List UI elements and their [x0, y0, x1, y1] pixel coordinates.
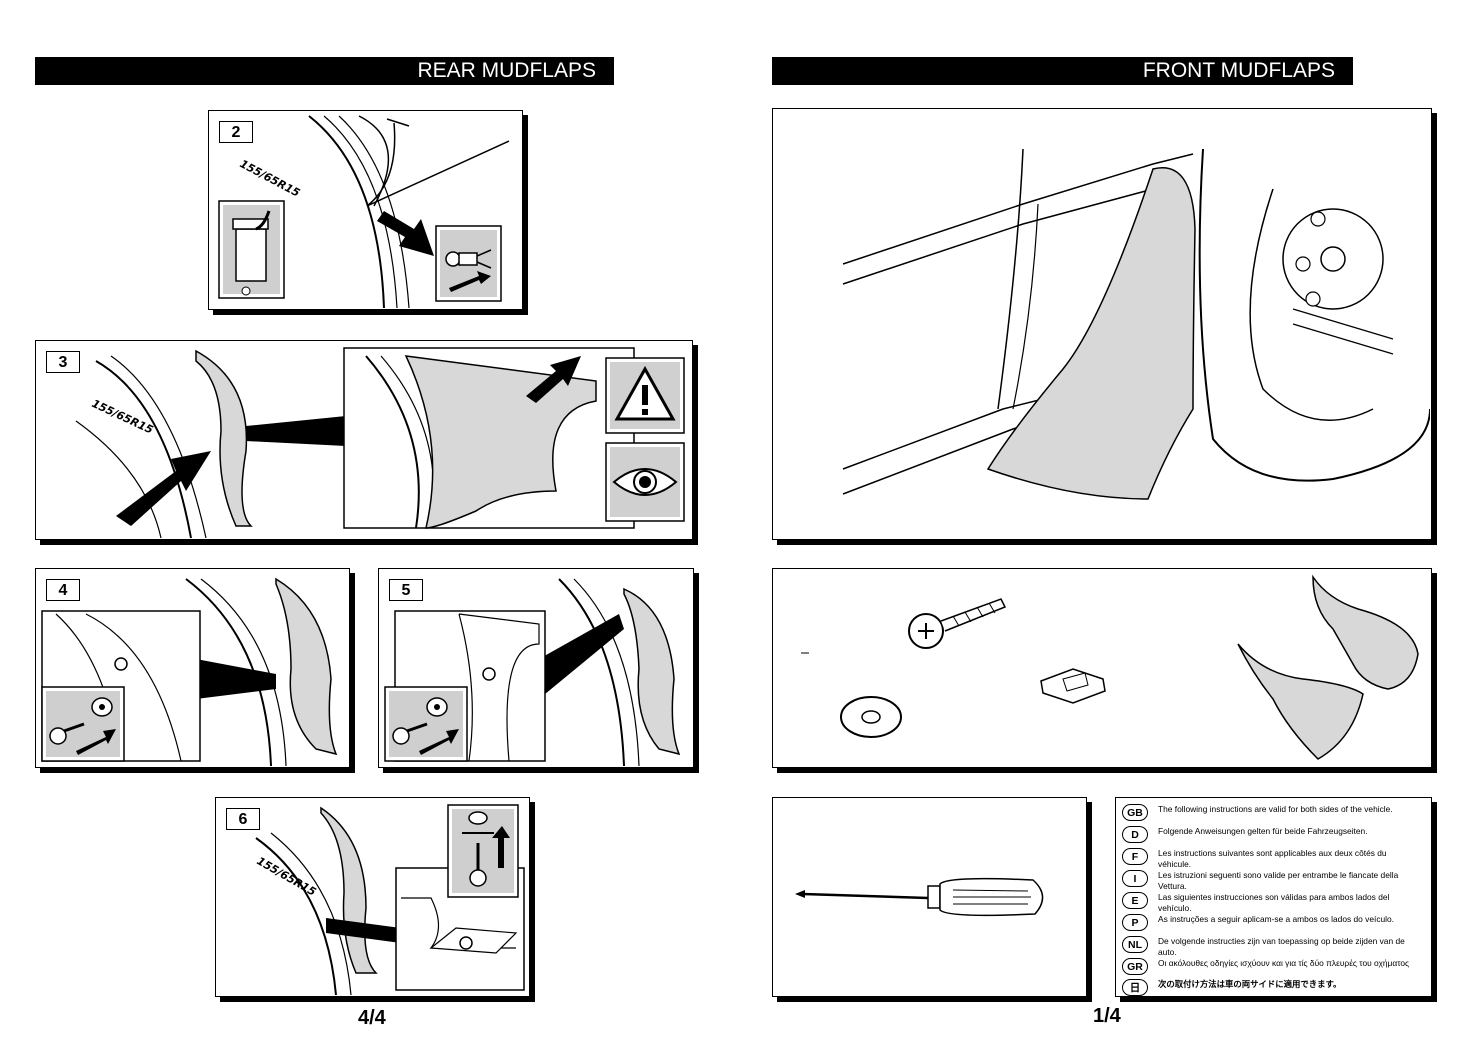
language-row-nl: NL De volgende instructies zijn van toep…: [1122, 936, 1420, 957]
language-row-e: E Las siguientes instrucciones son válid…: [1122, 892, 1420, 913]
screwdriver-icon: [795, 877, 1044, 917]
language-code-gb: GB: [1122, 804, 1148, 821]
language-text-f: Les instructions suivantes sont applicab…: [1158, 848, 1387, 869]
language-text-e: Las siguientes instrucciones son válidas…: [1158, 892, 1390, 913]
step-2-panel: 2 155/65R15: [208, 110, 523, 310]
step-5-number: 5: [389, 579, 423, 601]
front-mudflaps-title-bar: FRONT MUDFLAPS: [772, 57, 1353, 85]
step-3-illustration: 155/65R15: [75, 347, 685, 538]
language-row-i: I Les istruzioni seguenti sono valide pe…: [1122, 870, 1420, 891]
parts-kit-panel: [772, 568, 1432, 768]
step-5-panel: 5: [378, 568, 694, 768]
language-instructions-panel: GB The following instructions are valid …: [1115, 797, 1432, 997]
language-row-d: D Folgende Anweisungen gelten für beide …: [1122, 826, 1420, 843]
language-code-e: E: [1122, 892, 1148, 909]
svg-text:155/65R15: 155/65R15: [90, 397, 156, 437]
language-text-i: Les istruzioni seguenti sono valide per …: [1158, 870, 1399, 891]
tool-panel: [772, 797, 1087, 997]
language-code-jp: 日: [1122, 979, 1148, 996]
language-code-f: F: [1122, 848, 1148, 865]
left-page-number: 4/4: [358, 1007, 386, 1029]
language-row-jp: 日 次の取付け方法は車の両サイドに適用できます。: [1122, 979, 1420, 996]
svg-text:155/65R15: 155/65R15: [255, 854, 319, 898]
step-6-number: 6: [226, 808, 260, 830]
svg-text:155/65R15: 155/65R15: [238, 157, 303, 200]
right-page-number: 1/4: [1093, 1005, 1121, 1027]
front-mudflaps-title: FRONT MUDFLAPS: [1142, 59, 1335, 82]
step-4-number: 4: [46, 579, 80, 601]
language-text-d: Folgende Anweisungen gelten für beide Fa…: [1158, 826, 1368, 836]
step-5-illustration: [384, 578, 681, 766]
front-mudflap-overview-panel: [772, 108, 1432, 540]
language-text-gr: Οι ακόλουθες οδηγίες ισχύουν και για τίς…: [1158, 958, 1410, 968]
step-3-number: 3: [46, 351, 80, 373]
language-row-p: P As instruções a seguir aplicam-se a am…: [1122, 914, 1420, 931]
language-code-i: I: [1122, 870, 1148, 887]
language-row-gb: GB The following instructions are valid …: [1122, 804, 1420, 821]
language-text-jp: 次の取付け方法は車の両サイドに適用できます。: [1158, 979, 1342, 989]
language-text-nl: De volgende instructies zijn van toepass…: [1158, 936, 1405, 957]
rear-mudflaps-title-bar: REAR MUDFLAPS: [35, 57, 614, 85]
step-3-panel: 3 155/65R15: [35, 340, 693, 540]
language-code-gr: GR: [1122, 958, 1148, 975]
step-6-illustration: 155/65R15: [255, 804, 525, 995]
language-text-gb: The following instructions are valid for…: [1158, 804, 1393, 814]
step-4-illustration: [41, 577, 338, 766]
front-mudflap-overview-illustration: [842, 148, 1430, 500]
language-row-gr: GR Οι ακόλουθες οδηγίες ισχύουν και για …: [1122, 958, 1420, 975]
rear-mudflaps-title: REAR MUDFLAPS: [417, 59, 596, 82]
language-code-nl: NL: [1122, 936, 1148, 953]
step-2-number: 2: [219, 121, 253, 143]
step-2-illustration: 155/65R15: [218, 115, 510, 308]
step-6-panel: 6 155/65R15: [215, 797, 530, 997]
language-code-d: D: [1122, 826, 1148, 843]
step-4-panel: 4: [35, 568, 350, 768]
parts-kit-illustration: [801, 574, 1419, 760]
language-row-f: F Les instructions suivantes sont applic…: [1122, 848, 1420, 869]
language-code-p: P: [1122, 914, 1148, 931]
language-text-p: As instruções a seguir aplicam-se a ambo…: [1158, 914, 1395, 924]
